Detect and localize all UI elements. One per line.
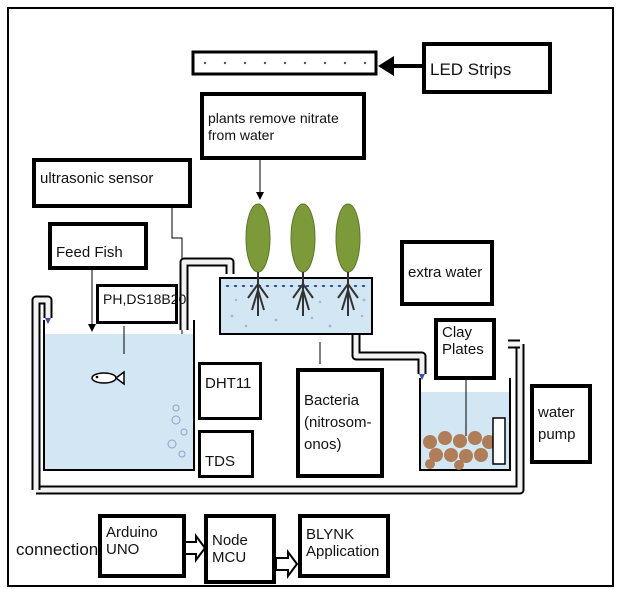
frame-border: [7, 7, 614, 587]
blynk-application-box: BLYNK Application: [298, 514, 390, 578]
connection-arrow-2: [275, 549, 299, 579]
ph-ds18b20-label: PH,DS18B20: [96, 284, 186, 324]
plant-1: [245, 203, 271, 316]
sump-tank: [419, 378, 511, 471]
feed-fish-label: Feed Fish: [48, 222, 148, 270]
ultrasonic-sensor-label: ultrasonic sensor: [32, 158, 192, 208]
connection-title: connection: [16, 540, 99, 559]
connection-arrow-1: [183, 533, 207, 563]
bacteria-label: Bacteria (nitrosom- onos): [296, 368, 384, 478]
arduino-uno-box: Arduino UNO: [98, 514, 186, 578]
plant-2: [290, 203, 316, 316]
feed-arrow-head: [88, 324, 96, 332]
grow-bed-gravel: [230, 298, 366, 328]
fish-icon: [91, 370, 125, 386]
led-strip-dots: [203, 61, 367, 65]
extra-water-label: extra water: [400, 240, 494, 306]
nodemcu-box: Node MCU: [204, 514, 276, 584]
plants-arrow-head: [256, 192, 264, 200]
clay-plates-label: Clay Plates: [434, 318, 496, 380]
dht11-label: DHT11: [198, 362, 262, 420]
inlet-drip: [45, 318, 51, 324]
fish-tank-water: [44, 334, 194, 470]
tank-to-bed-pipe-fill: [181, 259, 233, 330]
led-arrow-head: [378, 56, 394, 76]
inlet-pipe-fill: [33, 297, 51, 490]
plants-label: plants remove nitrate from water: [200, 92, 366, 160]
sump-drip: [419, 374, 425, 380]
bed-to-sump-pipe-fill: [353, 332, 425, 374]
led-strips-label: LED Strips: [422, 42, 552, 94]
return-pipe-fill: [36, 344, 523, 493]
plant-3: [335, 203, 361, 316]
pump-body: [492, 417, 506, 465]
tank-bubbles: [167, 404, 188, 458]
fish-tank: [43, 320, 195, 471]
tds-label: TDS: [198, 430, 254, 478]
water-pump-label: water pump: [530, 384, 592, 464]
